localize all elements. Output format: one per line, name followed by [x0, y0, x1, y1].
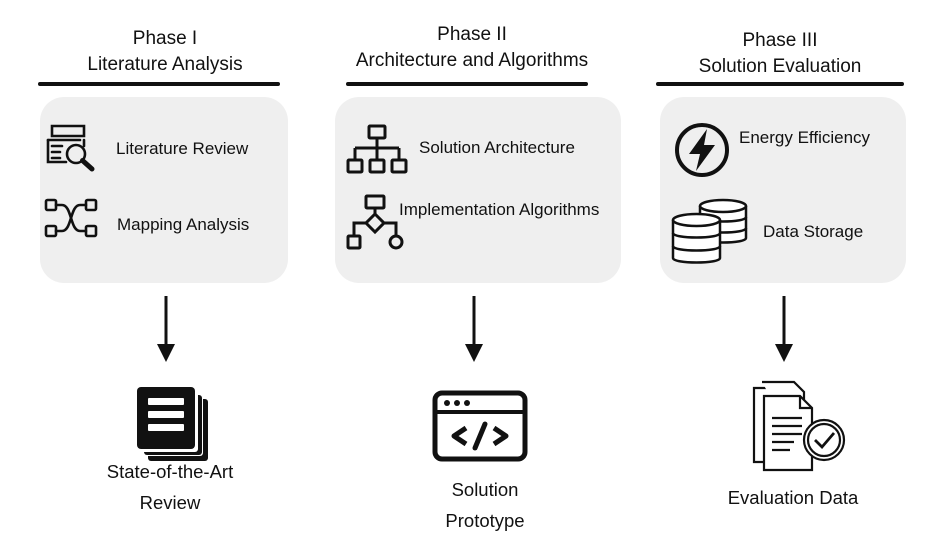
phase-1-panel: [40, 97, 288, 283]
phase-2-output-line2: Prototype: [445, 510, 525, 531]
phase-2-arrow: [465, 296, 483, 362]
phase-3-output-line1: Evaluation Data: [727, 487, 859, 508]
phase-2-number: Phase II: [437, 24, 507, 45]
phase-1-name: Literature Analysis: [87, 54, 243, 75]
phase-3-output: Evaluation Data: [693, 482, 893, 513]
phase-1-divider: [38, 82, 280, 86]
phase-3-number: Phase III: [742, 30, 818, 51]
checked-documents-icon: [752, 380, 846, 472]
phase-2-output-line1: Solution: [451, 479, 519, 500]
phase-3-title: Phase III Solution Evaluation: [660, 28, 900, 80]
phase-1-title: Phase I Literature Analysis: [40, 26, 290, 78]
phase-1-output-line1: State-of-the-Art: [106, 461, 234, 482]
mapping-analysis-icon: [44, 198, 98, 238]
phase-3-name: Solution Evaluation: [698, 56, 862, 77]
mapping-analysis-label: Mapping Analysis: [117, 215, 250, 234]
phase-2-name: Architecture and Algorithms: [355, 50, 589, 71]
hierarchy-icon: [346, 124, 408, 174]
phase-1-arrow: [157, 296, 175, 362]
documents-stack-icon: [137, 387, 208, 461]
phase-1-output: State-of-the-Art Review: [70, 456, 270, 518]
literature-review-label: Literature Review: [116, 139, 249, 158]
solution-architecture-label: Solution Architecture: [419, 138, 575, 157]
energy-efficiency-label: Energy Efficiency: [739, 128, 871, 147]
flowchart-icon: [346, 194, 404, 250]
code-window-icon: [432, 390, 528, 462]
literature-review-icon: [46, 124, 95, 172]
phase-1-output-line2: Review: [139, 492, 201, 513]
lightning-icon: [675, 123, 729, 177]
phase-2-title: Phase II Architecture and Algorithms: [330, 22, 614, 74]
phase-3-arrow: [775, 296, 793, 362]
database-icon: [671, 198, 748, 264]
phase-2-divider: [346, 82, 588, 86]
phase-2-output: Solution Prototype: [395, 474, 575, 536]
implementation-algorithms-label: Implementation Algorithms: [399, 200, 600, 219]
phase-3-divider: [656, 82, 904, 86]
data-storage-label: Data Storage: [763, 222, 864, 241]
phase-1-number: Phase I: [132, 28, 198, 49]
phase-2-panel: [335, 97, 621, 283]
